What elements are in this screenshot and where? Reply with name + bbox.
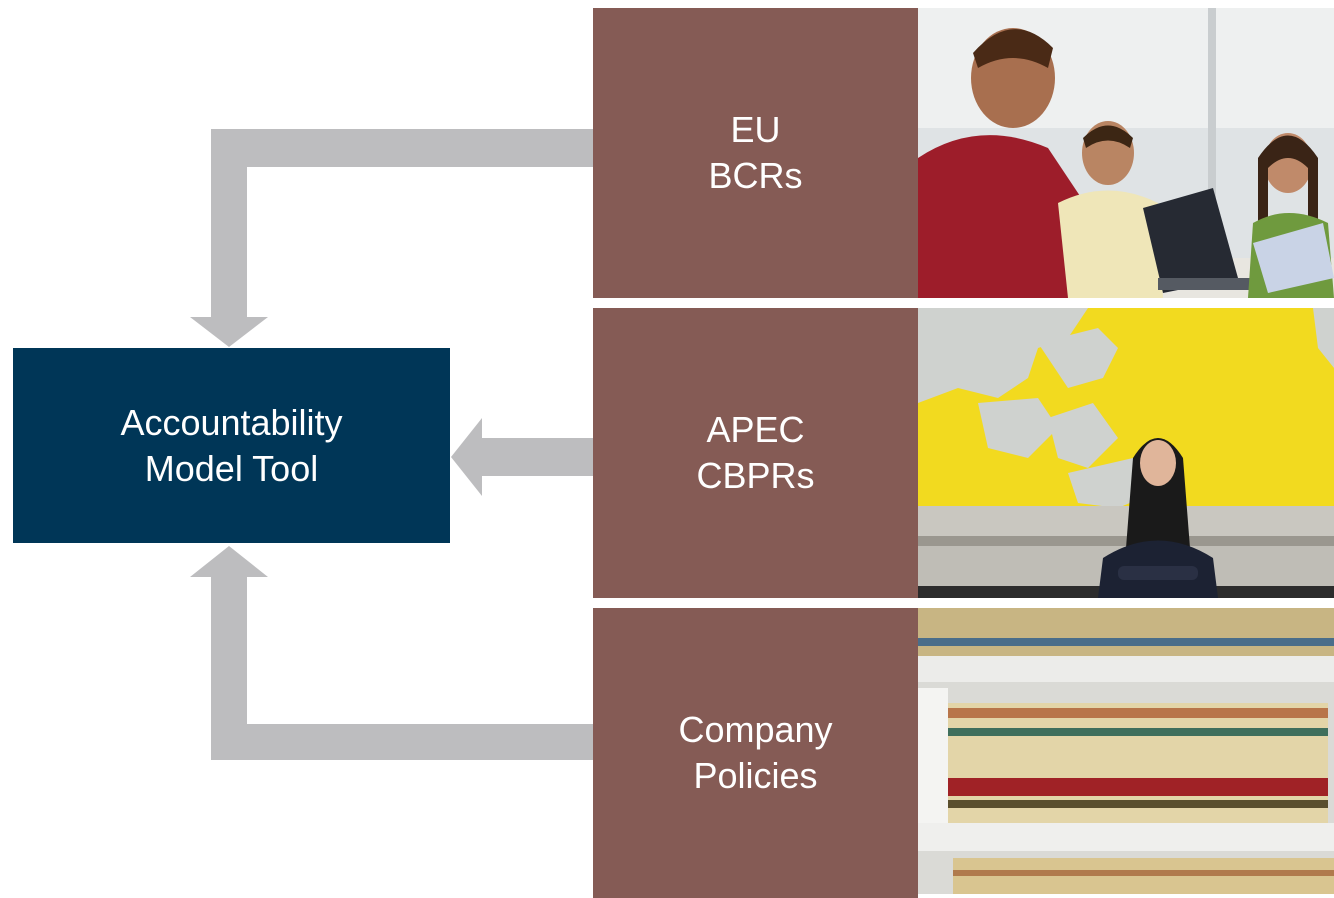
apec-cbprs-line2: CBPRs <box>696 455 815 496</box>
center-label-line2: Model Tool <box>144 447 319 489</box>
center-label-line1: Accountability <box>120 401 343 443</box>
company-policies-line2: Policies <box>693 755 818 796</box>
accountability-model-tool-box: Accountability Model Tool <box>13 348 450 543</box>
file-shelves-photo <box>918 608 1334 898</box>
apec-cbprs-line1: APEC <box>706 409 805 450</box>
arrow-eu-bcrs <box>190 129 593 347</box>
arrow-apec-cbprs <box>451 418 593 496</box>
company-policies-line1: Company <box>678 709 833 750</box>
world-map-woman-photo <box>918 308 1334 598</box>
eu-bcrs-line2: BCRs <box>708 155 803 196</box>
arrow-company-policies <box>190 546 593 760</box>
eu-bcrs-line1: EU <box>730 109 781 150</box>
company-policies-box: Company Policies <box>593 608 918 898</box>
apec-cbprs-box: APEC CBPRs <box>593 308 918 598</box>
business-meeting-photo <box>918 8 1334 298</box>
eu-bcrs-box: EU BCRs <box>593 8 918 298</box>
